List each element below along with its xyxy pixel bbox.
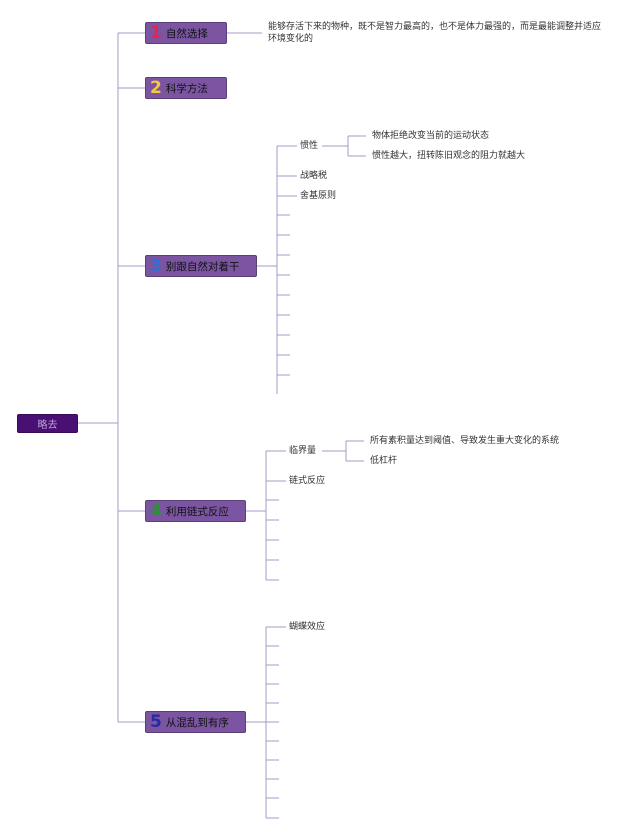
topic-3-1: 惯性 xyxy=(300,141,319,151)
root-node[interactable]: 略去 xyxy=(17,414,78,433)
topic-4-1-2: 低杠杆 xyxy=(370,456,398,466)
topic-4-1: 临界量 xyxy=(289,446,317,456)
branch-number-2: 2 xyxy=(150,77,162,98)
branch-label-1: 自然选择 xyxy=(165,27,208,40)
topic-3-1-2: 惯性越大，扭转陈旧观念的阻力就越大 xyxy=(372,151,526,161)
branch-node-2[interactable]: 2 科学方法 xyxy=(145,77,227,99)
branch-node-3[interactable]: 3 别跟自然对着干 xyxy=(145,255,257,277)
topic-4-1-1: 所有素积量达到阈值、导致发生重大变化的系统 xyxy=(370,436,560,446)
branch-number-1: 1 xyxy=(150,22,162,43)
branch-label-4: 利用链式反应 xyxy=(165,505,229,518)
branch-node-1[interactable]: 1 自然选择 xyxy=(145,22,227,44)
branch-node-4[interactable]: 4 利用链式反应 xyxy=(145,500,246,522)
topic-3-2: 战略税 xyxy=(300,171,328,181)
branch-number-4: 4 xyxy=(150,500,162,521)
root-node-label: 略去 xyxy=(37,420,58,431)
topic-5-1: 蝴蝶效应 xyxy=(289,622,326,632)
branch-node-5[interactable]: 5 从混乱到有序 xyxy=(145,711,246,733)
topic-3-3: 舍基原则 xyxy=(300,191,337,201)
branch-number-3: 3 xyxy=(150,255,162,276)
topic-3-1-1: 物体拒绝改变当前的运动状态 xyxy=(372,131,490,141)
topic-1-1: 能够存活下来的物种，既不是智力最高的，也不是体力最强的，而是最能调整并适应环境变… xyxy=(268,22,602,44)
branch-label-2: 科学方法 xyxy=(165,82,208,95)
branch-number-5: 5 xyxy=(150,711,162,732)
branch-label-5: 从混乱到有序 xyxy=(165,716,229,729)
topic-4-2: 链式反应 xyxy=(289,476,326,486)
branch-label-3: 别跟自然对着干 xyxy=(165,260,240,273)
